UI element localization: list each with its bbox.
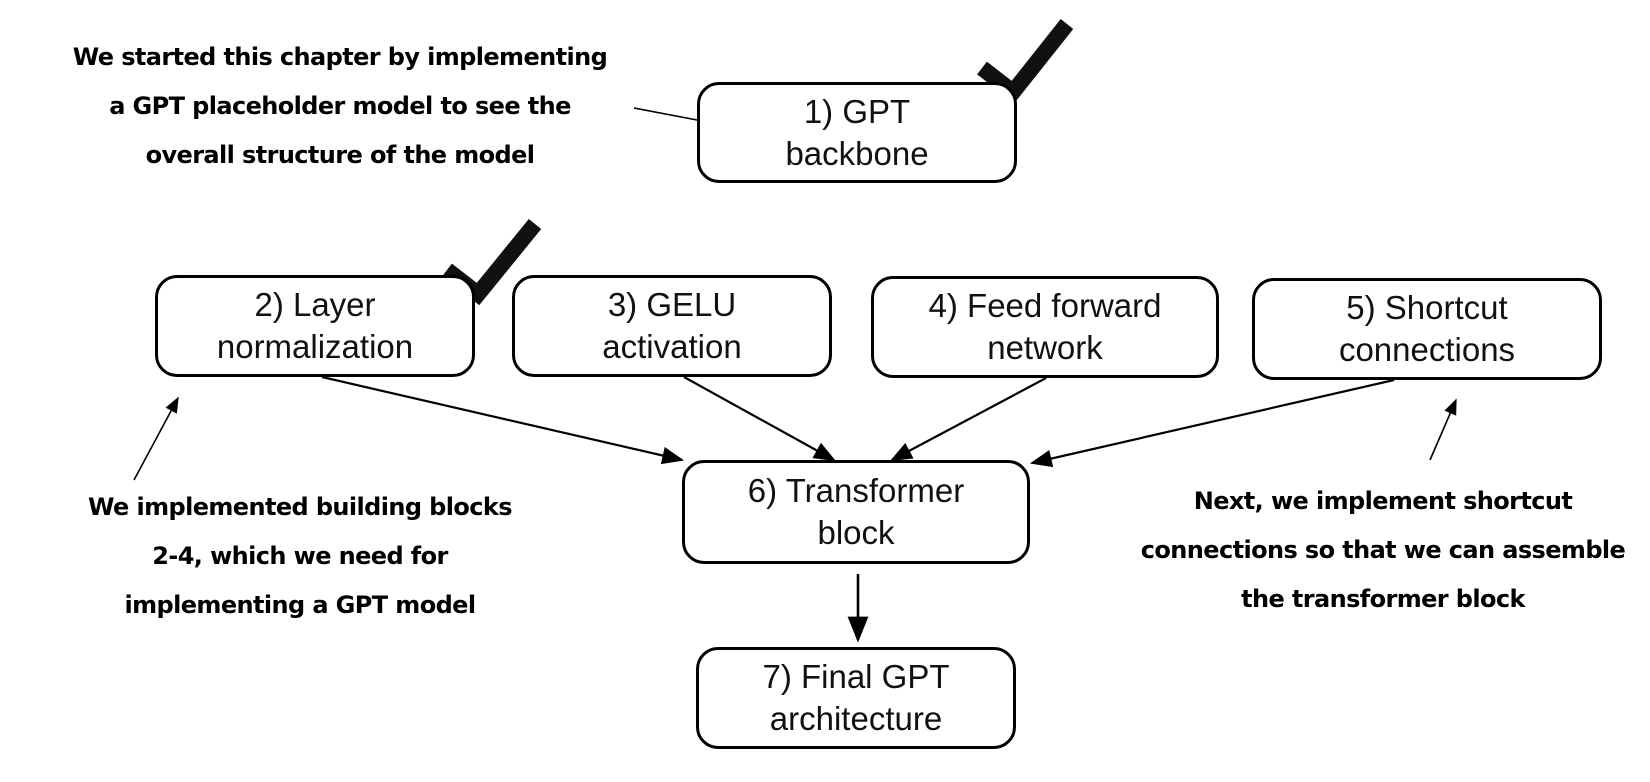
note-line: 2-4, which we need for — [152, 542, 448, 570]
node-label: block — [817, 514, 895, 551]
node-label: 2) Layer — [254, 286, 376, 323]
node-transformer-block: 6) Transformer block — [682, 460, 1030, 564]
node-label: 4) Feed forward — [928, 287, 1162, 324]
arrow-gelu-to-transformer — [683, 376, 836, 462]
note-line: We implemented building blocks — [88, 493, 513, 521]
note-line: We started this chapter by implementing — [72, 43, 608, 71]
arrow-layer-norm-to-transformer — [321, 375, 685, 465]
note-line: Next, we implement shortcut — [1193, 487, 1573, 515]
arrow-right-note-to-shortcut — [1429, 398, 1457, 461]
node-label: activation — [602, 328, 742, 365]
note-line: connections so that we can assemble — [1140, 536, 1626, 564]
node-final-gpt-architecture: 7) Final GPT architecture — [696, 647, 1016, 749]
note-line: the transformer block — [1241, 585, 1525, 613]
node-label: 5) Shortcut — [1346, 289, 1508, 326]
node-label: normalization — [216, 328, 414, 365]
arrow-shortcut-to-transformer — [1029, 378, 1395, 468]
node-label: backbone — [785, 134, 929, 172]
node-label: 1) GPT — [803, 92, 911, 130]
note-right: Next, we implement shortcut connections … — [1118, 477, 1648, 624]
node-label: 6) Transformer — [747, 472, 965, 509]
note-top: We started this chapter by implementing … — [50, 33, 630, 180]
note-left: We implemented building blocks 2-4, whic… — [60, 483, 540, 630]
node-label: architecture — [769, 700, 943, 737]
arrow-left-note-to-layer-norm — [133, 396, 179, 481]
node-gelu-activation: 3) GELU activation — [512, 275, 832, 377]
note-line: a GPT placeholder model to see the — [109, 92, 571, 120]
node-gpt-backbone: 1) GPT backbone — [697, 82, 1017, 183]
node-label: 7) Final GPT — [762, 658, 950, 695]
note-line: overall structure of the model — [145, 141, 535, 169]
node-shortcut-connections: 5) Shortcut connections — [1252, 278, 1602, 380]
node-feed-forward-network: 4) Feed forward network — [871, 276, 1219, 378]
note-line: implementing a GPT model — [124, 591, 477, 619]
node-label: network — [987, 329, 1103, 366]
arrow-feed-forward-to-transformer — [890, 377, 1047, 462]
node-layer-normalization: 2) Layer normalization — [155, 275, 475, 377]
node-label: connections — [1338, 331, 1516, 368]
node-label: 3) GELU — [607, 286, 737, 323]
